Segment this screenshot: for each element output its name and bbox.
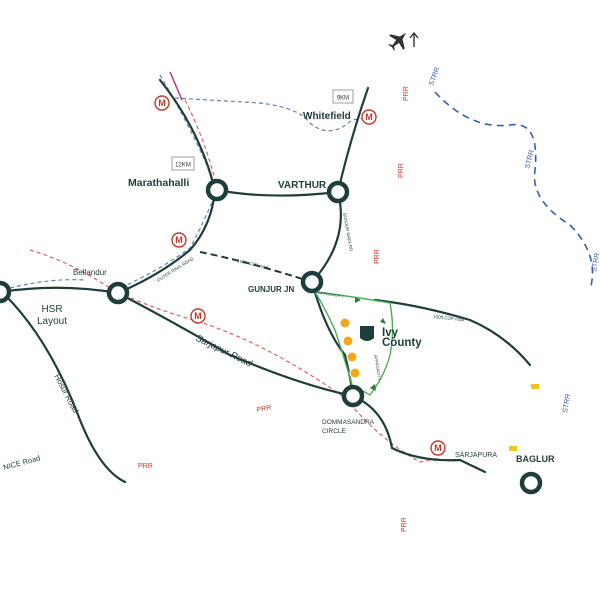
road-sarjapur: [116, 291, 355, 398]
label-gunjur: GUNJUR JN: [248, 285, 294, 294]
label-100ft-cop-road-b: 100ft COP road: [433, 314, 465, 322]
label-layout: Layout: [37, 316, 67, 327]
distance-box-marathahalli: 12KM: [171, 156, 195, 171]
junction-baglur: [519, 471, 543, 495]
metro-icon: M: [171, 232, 187, 248]
rail-line-west: [29, 249, 441, 463]
label-prr: PRR: [256, 405, 272, 414]
landmark-icon: [349, 367, 361, 379]
label-strr: STRR: [524, 149, 536, 169]
road-bellandur-west: [0, 286, 120, 295]
project-name-line1: Ivy: [382, 327, 399, 339]
landmark-icon: [339, 317, 351, 329]
label-gunjur-main-road: GUNJUR MAIN RD: [342, 212, 354, 252]
road-orr-north: [158, 78, 217, 192]
label-bellandur: Bellandur: [73, 268, 107, 277]
landmark-icons: [339, 317, 361, 379]
junction-hsr: [0, 280, 12, 304]
magenta-line-segment: [169, 71, 183, 101]
metro-icon: M: [361, 109, 377, 125]
landmark-icon: [346, 351, 358, 363]
label-prr: PRR: [403, 86, 410, 101]
label-hosur-road: Hosur Road: [52, 373, 80, 415]
label-100ft-cop-road-a: 100ft COP road: [237, 258, 269, 270]
distance-box-whitefield: 9KM: [332, 89, 354, 104]
svg-text:M: M: [158, 98, 166, 108]
metro-line-whitefield: [174, 97, 366, 132]
label-whitefield: Whitefield: [303, 111, 351, 122]
svg-text:M: M: [194, 311, 202, 321]
rail-lines: [29, 99, 441, 463]
label-strr: STRR: [591, 252, 600, 272]
road-whitefield-varthur: [336, 86, 370, 194]
junction-varthur: [326, 180, 350, 204]
strr-line: [434, 91, 594, 291]
junction-dommasandra: [341, 384, 365, 408]
svg-text:M: M: [175, 235, 183, 245]
label-prr: PRR: [398, 163, 405, 178]
shield-icon: [360, 326, 374, 341]
road-orr-south: [116, 188, 217, 295]
ivy-county-boundary: [313, 291, 394, 396]
label-prr: PRR: [138, 463, 153, 470]
junction-marathahalli: [205, 178, 229, 202]
road-dommasandra-sarjapura: [351, 394, 487, 474]
label-sarjapur-road: Sarjapur Road: [194, 333, 255, 370]
metro-lines: [9, 74, 366, 289]
junction-bellandur: [106, 281, 130, 305]
road-cop-dashed: [199, 251, 313, 283]
label-approach-1: APPROACH 1: [318, 290, 345, 299]
label-baglur: BAGLUR: [516, 454, 555, 464]
label-strr: STRR: [428, 66, 441, 86]
label-marathahalli: Marathahalli: [128, 177, 189, 189]
metro-icon: M: [154, 95, 170, 111]
boundary-arrows: [355, 297, 386, 391]
junction-gunjur: [300, 270, 324, 294]
svg-text:M: M: [365, 112, 373, 122]
landmark-icon: [342, 335, 354, 347]
small-marker: [509, 446, 517, 451]
label-dommasandra: DOMMASANDRA: [322, 419, 375, 426]
project-name-line2: County: [382, 337, 422, 349]
main-roads: [0, 78, 532, 484]
ivy-county-logo: Ivy County: [360, 326, 422, 349]
metro-line-hsr: [9, 279, 86, 289]
svg-text:9KM: 9KM: [337, 96, 349, 102]
label-strr: STRR: [562, 393, 572, 413]
label-hsr: HSR: [41, 304, 62, 315]
road-marathahalli-varthur: [215, 188, 340, 197]
svg-text:M: M: [434, 443, 442, 453]
label-prr: PRR: [374, 249, 381, 264]
rail-line-north: [184, 99, 216, 181]
label-nice-road: NICE Road: [2, 453, 41, 472]
label-prr: PRR: [401, 517, 408, 532]
metro-icon: M: [190, 308, 206, 324]
label-circle: CIRCLE: [322, 428, 347, 435]
junction-markers: [0, 178, 543, 495]
svg-text:12KM: 12KM: [175, 163, 191, 169]
label-sarjapura: SARJAPURA: [455, 452, 497, 459]
small-marker: [531, 384, 539, 389]
road-100ft-cop: [373, 298, 532, 367]
airplane-icon: [388, 32, 407, 51]
road-hosur: [3, 293, 127, 484]
label-approach-2: APPROACH 2: [373, 354, 383, 381]
metro-icons: M M M M M: [154, 95, 446, 456]
north-arrow-icon: [409, 31, 419, 47]
label-varthur: VARTHUR: [278, 180, 327, 191]
road-varthur-gunjur: [310, 190, 342, 284]
metro-icon: M: [430, 440, 446, 456]
